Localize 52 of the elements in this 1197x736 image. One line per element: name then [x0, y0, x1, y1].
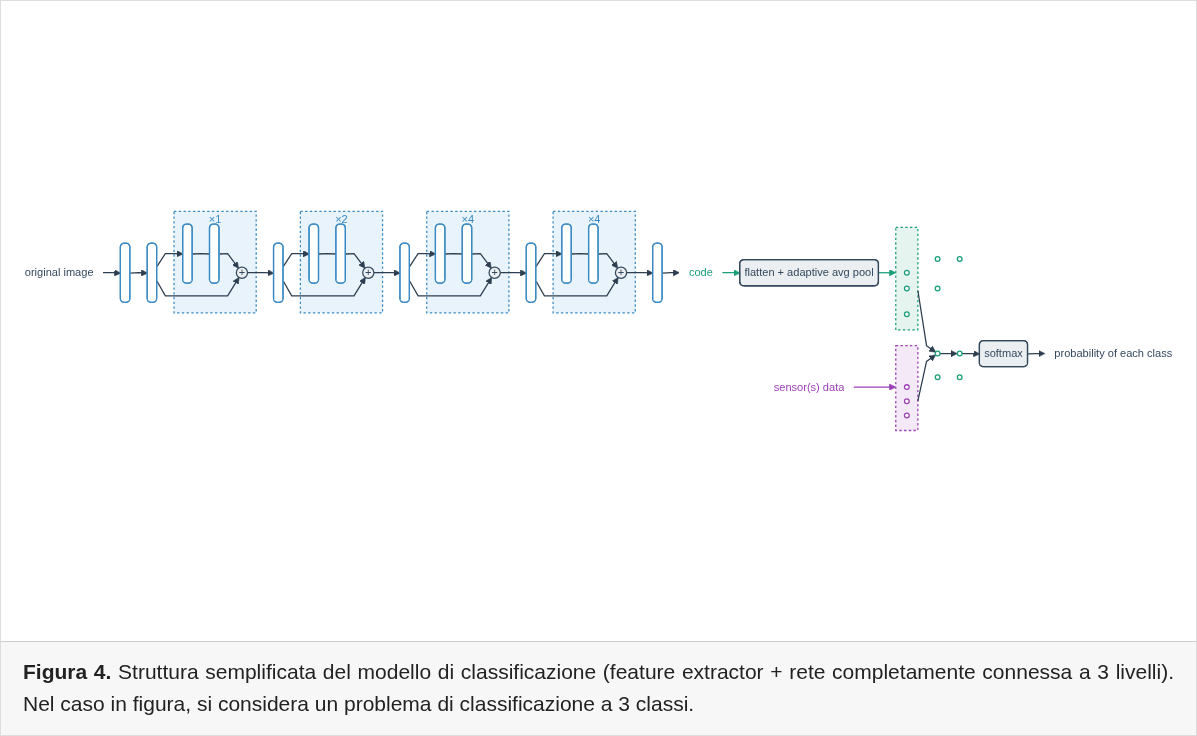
- node-text: code: [688, 266, 713, 279]
- node-text: sensor(s) data: [773, 380, 845, 394]
- arrow: [535, 250, 563, 267]
- arrow: [626, 269, 654, 277]
- node-circle: [956, 374, 963, 381]
- arrow: [102, 269, 122, 277]
- arrow: [409, 277, 493, 297]
- node-circle: [903, 311, 910, 318]
- node-circle: [903, 398, 910, 405]
- arrow: [129, 269, 148, 277]
- arrow: [246, 269, 275, 277]
- arrow: [218, 252, 239, 269]
- figure-caption: Figura 4. Struttura semplificata del modello di classificazione (feature extractor + rete completamente connessa a 3 livelli). Nel caso in figura, si considera un problema di classificazione a 3 classi.: [1, 640, 1196, 735]
- node-circle: [934, 285, 941, 292]
- cluster: [895, 345, 919, 432]
- arrow: [917, 289, 936, 353]
- arrow: [535, 277, 619, 297]
- arrow: [499, 269, 527, 277]
- arrow: [597, 252, 618, 269]
- node-circle: [934, 374, 941, 381]
- arrow: [939, 350, 958, 358]
- arrow: [282, 277, 366, 297]
- node-circle: [934, 255, 941, 262]
- arrow: [1027, 350, 1046, 358]
- connector: [444, 252, 464, 255]
- arrow: [917, 354, 936, 402]
- arrow: [156, 250, 184, 267]
- arrow: [282, 250, 310, 267]
- node-text: probability of each class: [1054, 346, 1173, 360]
- node-circle: [903, 412, 910, 419]
- node-text: original image: [24, 266, 94, 279]
- node-circle: [903, 285, 910, 292]
- connector: [571, 252, 590, 255]
- node-circle: [903, 384, 910, 391]
- node-circle: +: [614, 266, 628, 279]
- node-circle: [903, 269, 910, 276]
- arrow: [471, 252, 492, 269]
- arrow: [345, 252, 366, 269]
- node-circle: [956, 350, 963, 357]
- arrow: [409, 250, 437, 267]
- arrow: [373, 269, 401, 277]
- arrow: [156, 277, 240, 297]
- arrow: [661, 269, 680, 277]
- node-circle: +: [235, 266, 249, 279]
- cluster: [895, 226, 919, 331]
- arrow: [853, 383, 897, 391]
- node-circle: [934, 350, 941, 357]
- node-circle: [956, 255, 963, 262]
- node-circle: +: [362, 266, 375, 279]
- connector: [191, 252, 211, 255]
- connector: [318, 252, 337, 255]
- node-circle: +: [488, 266, 501, 279]
